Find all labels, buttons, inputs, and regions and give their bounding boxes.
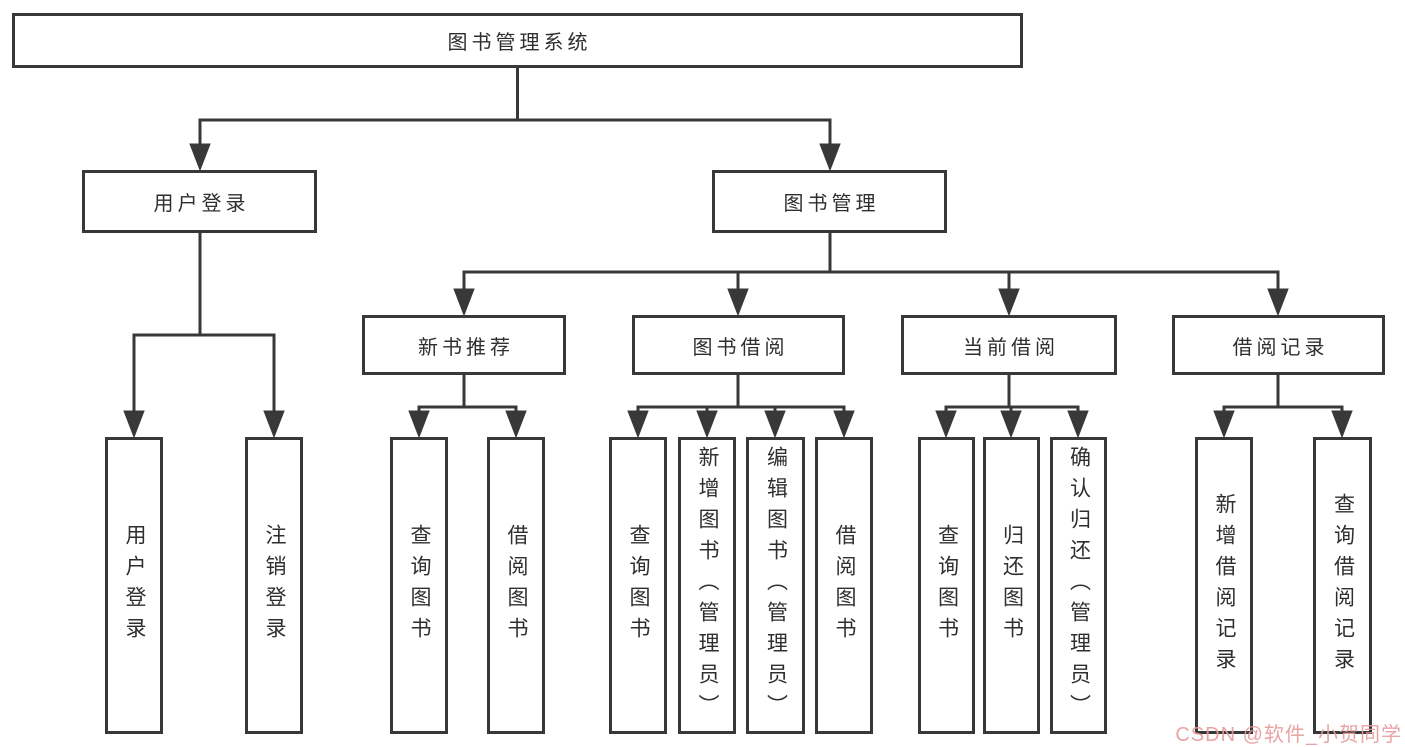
connector-bookmgmt-to-level3 [453, 233, 1289, 317]
node-root-system: 图书管理系统 [12, 13, 1023, 68]
node-label: 借阅记录 [1232, 336, 1329, 359]
connector-userlogin-to-leaves [123, 233, 285, 439]
node-label: 新增图书（管理员） [696, 446, 719, 725]
node-leaf-query-books-1: 查询图书 [390, 437, 448, 734]
node-label: 图书管理 [783, 193, 880, 215]
node-leaf-confirm-return-admin: 确认归还（管理员） [1050, 437, 1107, 734]
node-leaf-return-books: 归还图书 [983, 437, 1040, 734]
node-current-borrowing: 当前借阅 [901, 315, 1117, 375]
node-label: 用户登录 [123, 523, 146, 648]
node-label: 查询图书 [935, 523, 959, 648]
node-leaf-query-books-3: 查询图书 [918, 437, 975, 734]
node-label: 确认归还（管理员） [1067, 446, 1091, 725]
node-label: 查询借阅记录 [1331, 492, 1355, 679]
csdn-watermark: CSDN @软件_小贺同学 [1175, 724, 1402, 746]
node-label: 注销登录 [263, 523, 286, 648]
node-leaf-query-books-2: 查询图书 [609, 437, 667, 734]
node-label: 图书管理系统 [447, 32, 592, 54]
node-label: 归还图书 [1000, 523, 1024, 648]
node-label: 图书借阅 [692, 336, 789, 359]
connector-newbooks-to-leaves [408, 374, 527, 439]
connector-root-to-level2 [189, 68, 841, 172]
node-leaf-user-login: 用户登录 [105, 437, 163, 734]
node-label: 查询图书 [408, 523, 431, 648]
node-new-book-recommend: 新书推荐 [362, 315, 566, 375]
node-label: 借阅图书 [505, 523, 528, 648]
node-leaf-borrow-books-2: 借阅图书 [815, 437, 873, 734]
node-book-management: 图书管理 [712, 170, 947, 233]
node-leaf-borrow-books-1: 借阅图书 [487, 437, 545, 734]
connector-current-to-leaves [935, 374, 1089, 439]
node-label: 借阅图书 [833, 523, 856, 648]
connector-records-to-leaves [1213, 374, 1353, 439]
connector-borrowing-to-leaves [627, 374, 855, 439]
node-borrowing-records: 借阅记录 [1172, 315, 1385, 375]
node-user-login: 用户登录 [82, 170, 317, 233]
node-label: 编辑图书（管理员） [764, 446, 788, 725]
node-label: 新增借阅记录 [1213, 492, 1236, 679]
node-leaf-logout: 注销登录 [245, 437, 303, 734]
node-leaf-edit-books-admin: 编辑图书（管理员） [746, 437, 805, 734]
node-label: 当前借阅 [963, 336, 1059, 359]
node-leaf-add-books-admin: 新增图书（管理员） [678, 437, 736, 734]
node-leaf-query-borrow-record: 查询借阅记录 [1313, 437, 1372, 734]
node-label: 用户登录 [153, 193, 250, 215]
node-book-borrowing: 图书借阅 [632, 315, 845, 375]
node-leaf-add-borrow-record: 新增借阅记录 [1195, 437, 1253, 734]
node-label: 新书推荐 [418, 336, 514, 359]
node-label: 查询图书 [627, 523, 650, 648]
